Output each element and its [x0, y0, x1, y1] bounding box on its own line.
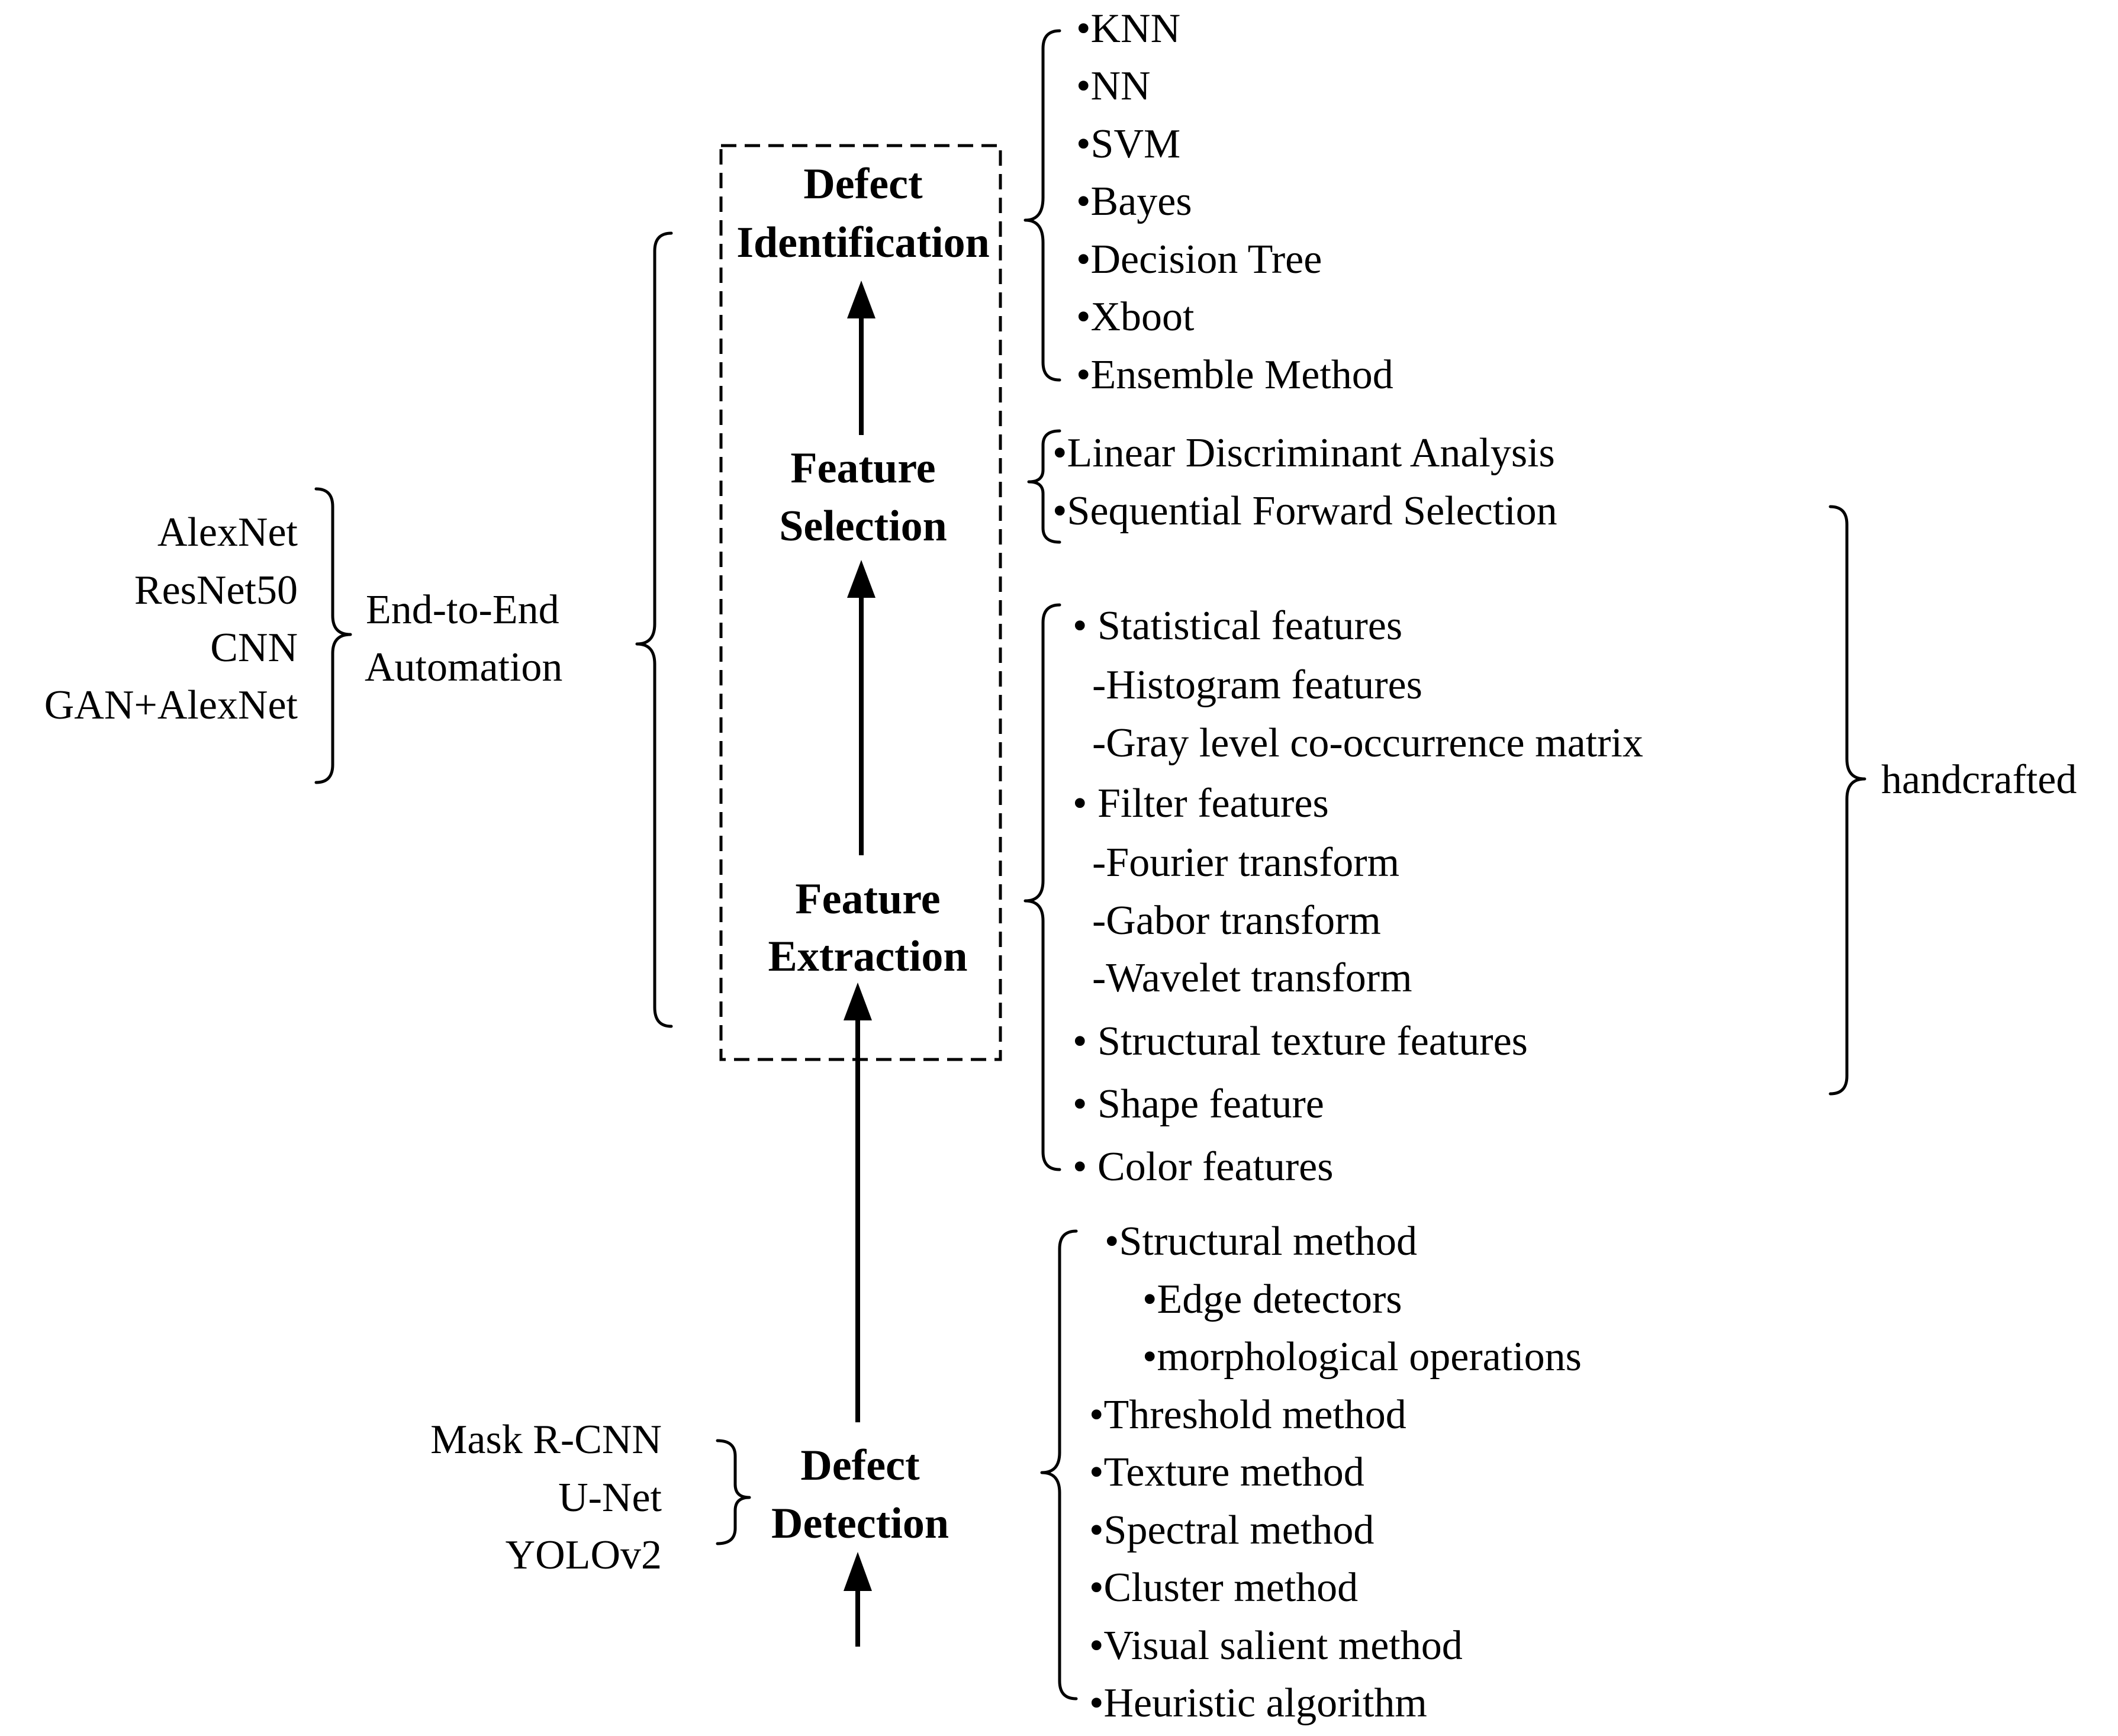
detection-network-item: Mask R-CNN — [430, 1417, 662, 1463]
feature-type-item: • Filter features — [1073, 781, 1329, 826]
classifier-item: •Decision Tree — [1076, 237, 1322, 282]
detection-network-item: YOLOv2 — [506, 1532, 662, 1578]
brace-classifiers — [1023, 29, 1061, 382]
stage-feature-extraction-line1: Feature — [795, 875, 940, 923]
arrow-selection-to-identification — [847, 281, 875, 435]
classifier-item: •Ensemble Method — [1076, 352, 1393, 398]
arrow-input-to-detection — [844, 1552, 872, 1647]
stage-feature-selection-line1: Feature — [790, 444, 935, 492]
classifier-item: •NN — [1076, 63, 1151, 109]
feature-type-subitem: -Gabor transform — [1092, 898, 1381, 943]
selection-method-item: •Linear Discriminant Analysis — [1052, 430, 1555, 476]
detection-method-item: •Visual salient method — [1089, 1623, 1463, 1669]
classifier-list: •KNN •NN •SVM •Bayes •Decision Tree •Xbo… — [1076, 6, 1393, 398]
brace-deep-networks — [314, 487, 352, 784]
stage-feature-selection-line2: Selection — [779, 502, 947, 550]
classifier-item: •KNN — [1076, 6, 1180, 51]
end-to-end-label-line2: Automation — [365, 645, 562, 690]
detection-method-item: •Spectral method — [1089, 1508, 1374, 1553]
feature-type-item: • Structural texture features — [1073, 1019, 1528, 1064]
selection-method-list: •Linear Discriminant Analysis •Sequentia… — [1052, 430, 1557, 534]
brace-detection-methods — [1040, 1229, 1078, 1700]
classifier-item: •Bayes — [1076, 179, 1192, 224]
detection-method-item: •Structural method — [1105, 1219, 1417, 1264]
feature-type-subitem: -Histogram features — [1092, 662, 1422, 708]
classifier-item: •Xboot — [1076, 294, 1195, 340]
deep-network-item: ResNet50 — [134, 568, 298, 613]
selection-method-item: •Sequential Forward Selection — [1052, 488, 1557, 534]
deep-network-item: CNN — [210, 625, 298, 671]
brace-handcrafted — [1829, 505, 1866, 1096]
deep-network-item: GAN+AlexNet — [44, 682, 298, 728]
feature-type-subitem: -Wavelet transform — [1092, 955, 1412, 1001]
brace-end-to-end-stages — [635, 231, 673, 1028]
feature-type-item: • Color features — [1073, 1144, 1333, 1190]
deep-network-item: AlexNet — [157, 510, 298, 555]
deep-network-list: AlexNet ResNet50 CNN GAN+AlexNet — [44, 510, 298, 728]
arrow-extraction-to-selection — [847, 560, 875, 855]
classifier-item: •SVM — [1076, 121, 1180, 167]
detection-network-list: Mask R-CNN U-Net YOLOv2 — [430, 1417, 662, 1578]
stage-defect-detection-line1: Defect — [800, 1441, 920, 1490]
detection-method-item: •Texture method — [1089, 1450, 1364, 1495]
handcrafted-label: handcrafted — [1881, 757, 2077, 803]
pipeline-dashed-box — [719, 144, 1002, 1061]
feature-type-subitem: -Gray level co-occurrence matrix — [1092, 720, 1643, 766]
detection-method-subitem: •Edge detectors — [1142, 1277, 1402, 1322]
brace-detection-networks — [716, 1439, 751, 1545]
brace-feature-types — [1023, 603, 1061, 1171]
stage-feature-extraction-line2: Extraction — [768, 932, 967, 981]
end-to-end-label-line1: End-to-End — [366, 587, 559, 633]
stage-defect-detection-line2: Detection — [771, 1499, 949, 1548]
detection-method-subitem: •morphological operations — [1142, 1334, 1582, 1380]
detection-method-item: •Cluster method — [1089, 1565, 1358, 1611]
brace-selection-methods — [1027, 429, 1061, 544]
feature-type-item: • Shape feature — [1073, 1081, 1324, 1127]
feature-type-list: • Statistical features -Histogram featur… — [1073, 603, 1643, 1190]
detection-method-item: •Threshold method — [1089, 1392, 1406, 1438]
stage-defect-identification-line2: Identification — [736, 218, 990, 267]
arrow-detection-to-extraction — [844, 983, 872, 1422]
detection-method-list: •Structural method •Edge detectors •morp… — [1089, 1219, 1582, 1726]
detection-network-item: U-Net — [558, 1475, 662, 1521]
detection-method-item: •Heuristic algorithm — [1089, 1680, 1427, 1726]
feature-type-subitem: -Fourier transform — [1092, 840, 1399, 885]
feature-type-item: • Statistical features — [1073, 603, 1402, 649]
stage-defect-identification-line1: Defect — [803, 160, 923, 208]
